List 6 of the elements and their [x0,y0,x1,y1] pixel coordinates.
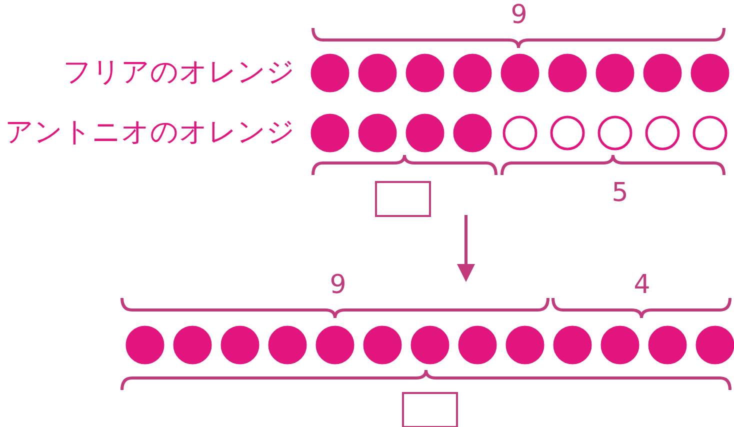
number-label: 9 [330,272,346,298]
number-label: 5 [612,180,628,206]
row-label: アントニオのオレンジ [5,118,295,146]
row-label: フリアのオレンジ [63,58,295,86]
number-label: 9 [510,2,528,28]
number-label: 4 [634,272,650,298]
